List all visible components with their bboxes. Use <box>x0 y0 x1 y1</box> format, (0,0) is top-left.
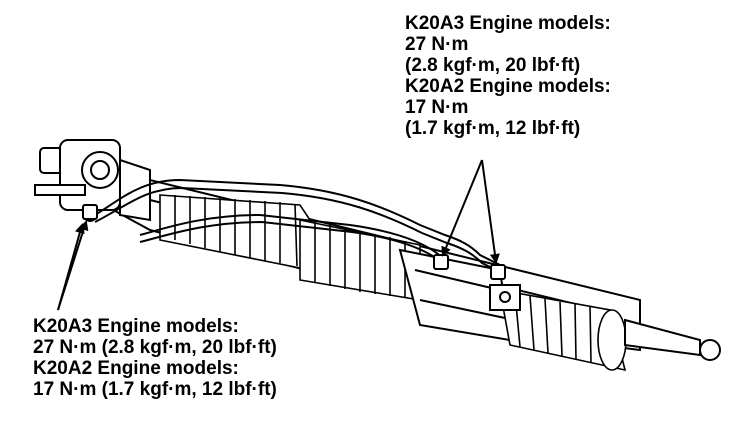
callout-upper-k20a2-heading: K20A2 Engine models: <box>405 76 611 97</box>
fitting-right-a <box>433 254 449 270</box>
callout-upper-k20a2-torque-alt: (1.7 kgf·m, 12 lbf·ft) <box>405 118 581 139</box>
callout-upper-k20a3-torque-alt: (2.8 kgf·m, 20 lbf·ft) <box>405 55 581 76</box>
arrow-right-a <box>441 159 483 257</box>
mounting-bracket <box>489 284 521 311</box>
right-bellows-boot <box>499 289 627 372</box>
callout-lower-k20a2-heading: K20A2 Engine models: <box>33 358 239 379</box>
torque-callout-upper: K20A3 Engine models: 27 N·m (2.8 kgf·m, … <box>405 13 611 139</box>
callout-lower-k20a3-torque: 27 N·m (2.8 kgf·m, 20 lbf·ft) <box>33 337 277 358</box>
arrow-left-b <box>57 220 89 311</box>
torque-callout-lower: K20A3 Engine models: 27 N·m (2.8 kgf·m, … <box>33 316 277 400</box>
callout-upper-k20a3-heading: K20A3 Engine models: <box>405 13 611 34</box>
callout-lower-k20a3-heading: K20A3 Engine models: <box>33 316 239 337</box>
left-bellows-boot <box>159 194 332 271</box>
leader-arrows <box>57 159 500 311</box>
callout-lower-k20a2-torque: 17 N·m (1.7 kgf·m, 12 lbf·ft) <box>33 379 277 400</box>
fitting-left <box>82 204 98 220</box>
callout-upper-k20a3-torque: 27 N·m <box>405 34 469 55</box>
callout-upper-k20a2-torque: 17 N·m <box>405 97 469 118</box>
fitting-right-b <box>490 264 506 280</box>
tie-rod-right <box>624 318 721 361</box>
hydraulic-lines <box>94 178 501 273</box>
arrow-right-b <box>481 159 500 264</box>
